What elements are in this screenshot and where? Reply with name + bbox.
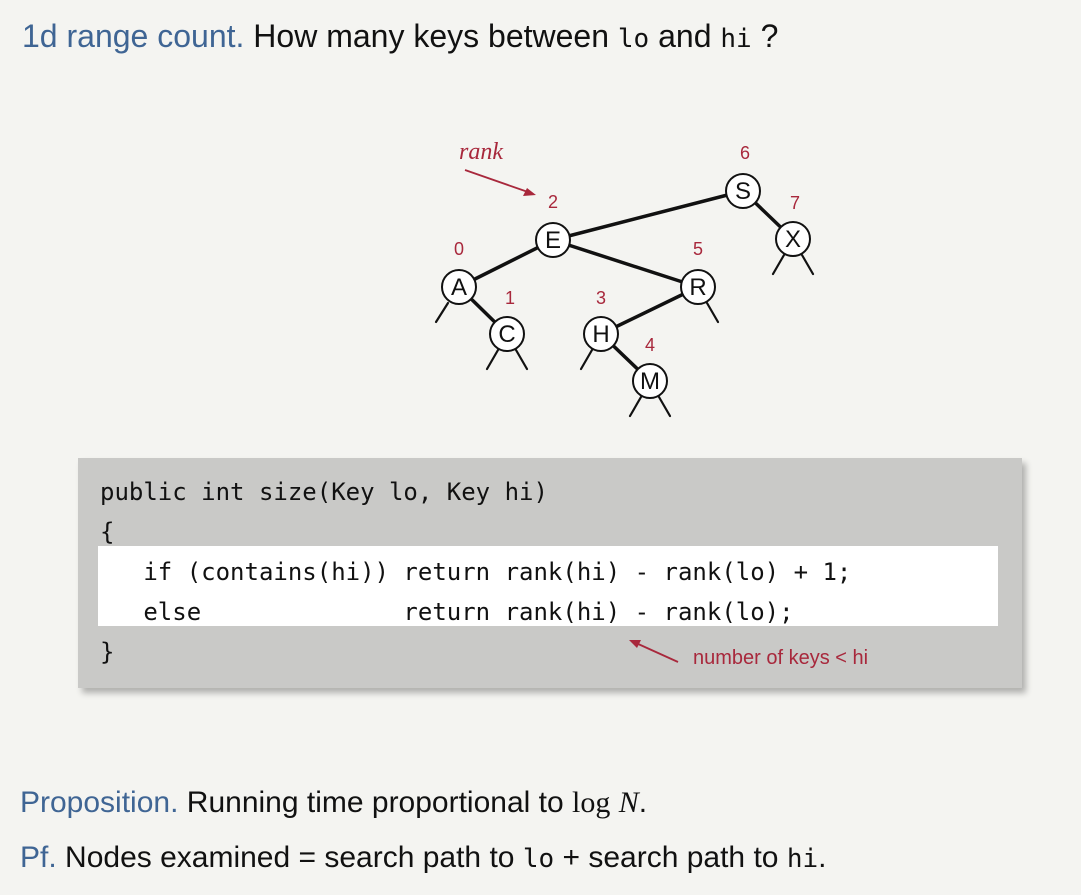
code-line-if: if (contains(hi)) return rank(hi) - rank…	[100, 558, 852, 586]
code-block: public int size(Key lo, Key hi) { if (co…	[78, 458, 1022, 688]
tree-node-r: R 5	[680, 239, 716, 305]
node-rank-x: 7	[790, 193, 800, 213]
code-highlight	[98, 546, 998, 626]
node-key-x: X	[785, 226, 801, 253]
proof-period: .	[818, 841, 827, 874]
heading-lo: lo	[617, 24, 650, 54]
tree-node-a: A 0	[441, 239, 477, 305]
proof-label: Pf.	[20, 841, 57, 874]
node-key-r: R	[689, 274, 706, 301]
proof-text: Nodes examined = search path to	[65, 841, 515, 874]
node-rank-r: 5	[693, 239, 703, 259]
node-rank-m: 4	[645, 335, 655, 355]
heading-question: How many keys between	[253, 18, 609, 54]
tree-node-s: S 6	[725, 143, 761, 209]
proposition-period: .	[638, 786, 648, 819]
code-line-signature: public int size(Key lo, Key hi)	[100, 478, 548, 506]
node-rank-h: 3	[596, 288, 606, 308]
tree-node-c: C 1	[489, 288, 525, 352]
node-rank-e: 2	[548, 192, 558, 212]
tree-node-h: H 3	[583, 288, 619, 352]
node-rank-s: 6	[740, 143, 750, 163]
note-arrow	[629, 640, 679, 663]
proof-plus: + search path to	[562, 841, 779, 874]
node-key-e: E	[545, 227, 561, 254]
tree-node-e: E 2	[535, 192, 571, 258]
bst-diagram: rank A 0 C 1 E 2 H 3 M 4 R 5 S 6 X	[434, 139, 815, 418]
node-key-a: A	[451, 274, 467, 301]
rank-arrow	[464, 169, 536, 196]
tree-node-m: M 4	[632, 335, 668, 399]
proposition-text: Running time proportional to	[186, 786, 564, 819]
code-annotation: number of keys < hi	[693, 647, 869, 669]
proof-lo: lo	[522, 844, 555, 874]
node-key-s: S	[735, 178, 751, 205]
edge-e-s	[551, 189, 745, 242]
proposition-n: N	[618, 786, 639, 819]
node-key-h: H	[592, 321, 609, 348]
rank-label: rank	[459, 139, 503, 165]
heading-qmark: ?	[760, 18, 779, 54]
node-key-c: C	[498, 321, 515, 348]
slide-heading: 1d range count. How many keys between lo…	[22, 14, 778, 61]
heading-hi: hi	[720, 24, 752, 54]
proposition-log: log	[572, 786, 611, 819]
code-line-else: else return rank(hi) - rank(lo);	[100, 598, 794, 626]
null-links	[434, 253, 815, 418]
node-rank-c: 1	[505, 288, 515, 308]
proof-hi: hi	[786, 844, 819, 874]
edge-e-r	[551, 238, 700, 289]
tree-edges	[457, 189, 795, 383]
heading-term: 1d range count.	[22, 18, 245, 54]
heading-and: and	[658, 18, 712, 54]
proposition: Proposition. Running time proportional t…	[20, 783, 647, 823]
code-line-open-brace: {	[100, 518, 115, 546]
node-rank-a: 0	[454, 239, 464, 259]
proposition-label: Proposition.	[20, 786, 179, 819]
tree-node-x: X 7	[775, 193, 811, 257]
proof: Pf. Nodes examined = search path to lo +…	[20, 838, 826, 879]
node-key-m: M	[640, 368, 660, 395]
code-line-close-brace: }	[100, 638, 115, 666]
